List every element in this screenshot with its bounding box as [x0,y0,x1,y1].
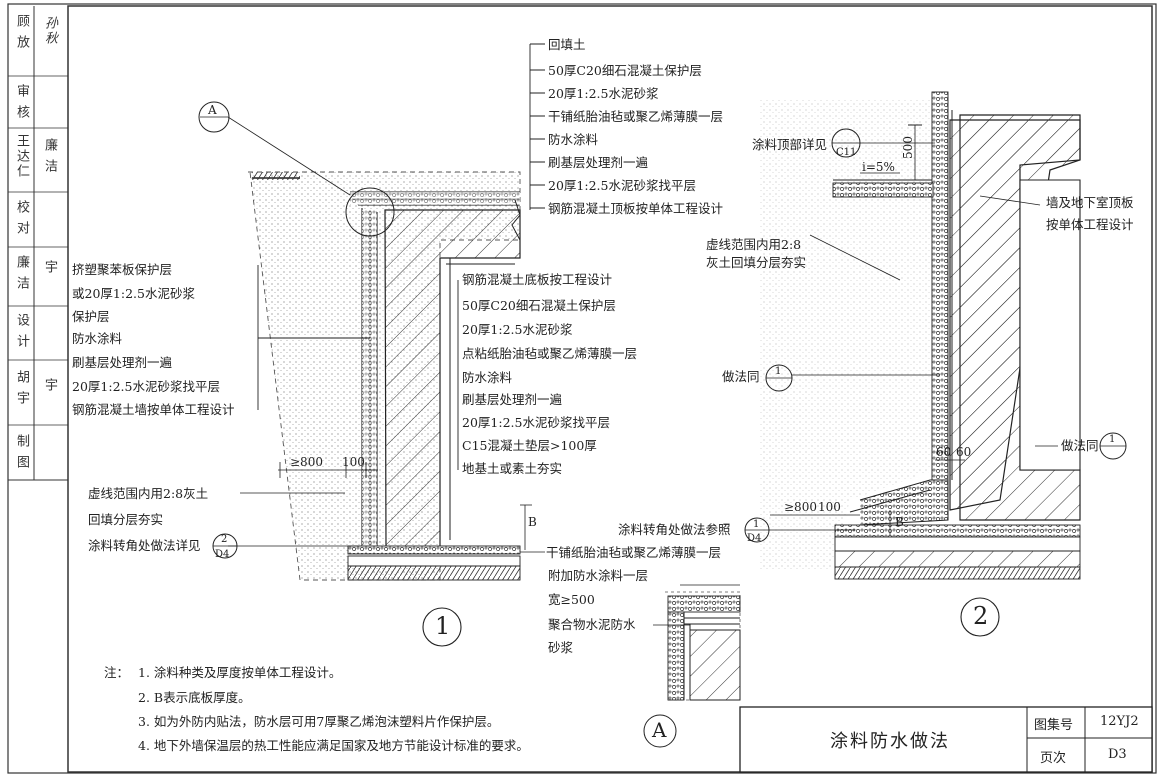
sig-role-4: 校 对 [14,200,29,237]
detail-2-section [744,91,1127,637]
top-layer-4: 干铺纸胎油毡或聚乙烯薄膜一层 [548,109,724,124]
sig-role-2: 审 核 [14,84,29,121]
sig-role-6: 设 计 [14,313,29,350]
sig-role-5: 廉 洁 [14,255,29,292]
roof-note-1: 墙及地下室顶板 [1046,195,1134,210]
top-layer-5: 防水涂料 [548,132,599,147]
drawing-title: 涂料防水做法 [830,731,950,752]
note-2: 2. B表示底板厚度。 [138,690,251,705]
top-layer-1: 回填土 [548,37,586,52]
top-ref-text: 涂料顶部详见 [752,137,828,152]
wall-layer-1: 挤塑聚苯板保护层 [72,262,173,277]
detailA-label: A [652,718,667,742]
sig-role-8: 制 图 [14,434,29,471]
same-as-text-2: 做法同 [1061,438,1099,453]
floor-layer-3: 20厚1:2.5水泥砂浆 [462,322,573,337]
roof-note-2: 按单体工程设计 [1046,217,1134,232]
floor-layer-1: 钢筋混凝土底板按工程设计 [462,272,613,287]
atlas-label: 图集号 [1034,718,1074,733]
sig-name-7: 宇 [42,378,57,393]
top-layer-7: 20厚1:2.5水泥砂浆找平层 [548,178,696,193]
detailA-note-4: 砂浆 [548,640,574,655]
sig-name-5: 宇 [42,260,57,275]
backfill-note-1: 虚线范围内用2:8灰土 [88,486,209,501]
detail-number-1: 1 [435,612,451,640]
dim-500: 500 [900,136,915,159]
wall-layer-6: 20厚1:2.5水泥砂浆找平层 [72,379,220,394]
backfill2-note-2: 灰土回填分层夯实 [706,255,807,270]
detailA-note-3: 聚合物水泥防水 [548,617,636,632]
sig-role-1: 顾 放 [14,14,29,51]
detailA-note-1: 附加防水涂料一层 [548,568,649,583]
backfill-note-2: 回填分层夯实 [88,512,164,527]
atlas-no: 12YJ2 [1100,714,1139,729]
dim2-B: B [895,515,904,529]
note-1: 1. 涂料种类及厚度按单体工程设计。 [138,665,342,680]
sig-name-1: 孙秋 [42,16,57,46]
section-ref-top: A [208,103,217,117]
slope: i=5% [862,160,895,174]
dim-60a: 60 [936,445,952,459]
title-block [739,706,1153,773]
notes-prefix: 注： [104,665,130,680]
sig-role-3: 王达仁 [14,134,29,179]
corner2-ref-top: 1 [753,519,760,530]
wall-layer-2: 或20厚1:2.5水泥砂浆 [72,286,195,301]
bottom-note: 干铺纸胎油毡或聚乙烯薄膜一层 [546,545,722,560]
page-no: D3 [1108,747,1127,762]
signature-column [8,6,68,481]
same-ref-top: 1 [775,366,782,377]
corner-ref-top: 2 [221,534,228,545]
detailA-note-2: 宽≥500 [548,592,595,607]
note-3: 3. 如为外防内贴法，防水层可用7厚聚乙烯泡沫塑料片作保护层。 [138,714,500,729]
floor-layer-6: 刷基层处理剂一遍 [462,392,563,407]
same-ref2-top: 1 [1109,434,1116,445]
floor-layer-5: 防水涂料 [462,370,513,385]
floor-layer-8: C15混凝土垫层>100厚 [462,438,597,453]
dim-800: ≥800 [290,455,323,469]
dim2-800: ≥800 [784,500,817,514]
wall-layer-4: 防水涂料 [72,331,123,346]
top-layer-2: 50厚C20细石混凝土保护层 [548,63,702,78]
dim-60b: 60 [956,445,972,459]
corner-ref-bottom: D4 [215,549,230,560]
sig-name-3: 廉 洁 [42,138,57,175]
sig-role-7: 胡 宇 [14,370,29,407]
wall-layer-5: 刷基层处理剂一遍 [72,355,173,370]
corner2-text: 涂料转角处做法参照 [618,522,731,537]
detail-1-section [198,43,545,647]
floor-layer-2: 50厚C20细石混凝土保护层 [462,298,616,313]
detail-number-2: 2 [973,602,989,630]
detail-A-section [643,584,741,748]
floor-layer-4: 点粘纸胎油毡或聚乙烯薄膜一层 [462,346,638,361]
corner2-ref-bottom: D4 [747,533,762,544]
same-as-text: 做法同 [722,369,760,384]
note-4: 4. 地下外墙保温层的热工性能应满足国家及地方节能设计标准的要求。 [138,738,529,753]
backfill2-note-1: 虚线范围内用2:8 [706,237,802,252]
floor-layer-7: 20厚1:2.5水泥砂浆找平层 [462,415,610,430]
dim-B: B [528,515,537,529]
floor-layer-9: 地基土或素土夯实 [462,461,563,476]
dim2-100: 100 [818,500,841,514]
top-layer-3: 20厚1:2.5水泥砂浆 [548,86,659,101]
dim-100: 100 [342,455,365,469]
wall-layer-7: 钢筋混凝土墙按单体工程设计 [72,402,235,417]
wall-layer-3: 保护层 [72,309,110,324]
page-label: 页次 [1040,751,1067,766]
top-ref-bottom: C11 [836,147,857,158]
top-layer-8: 钢筋混凝土顶板按单体工程设计 [548,201,724,216]
corner-note: 涂料转角处做法详见 [88,538,201,553]
top-layer-6: 刷基层处理剂一遍 [548,155,649,170]
